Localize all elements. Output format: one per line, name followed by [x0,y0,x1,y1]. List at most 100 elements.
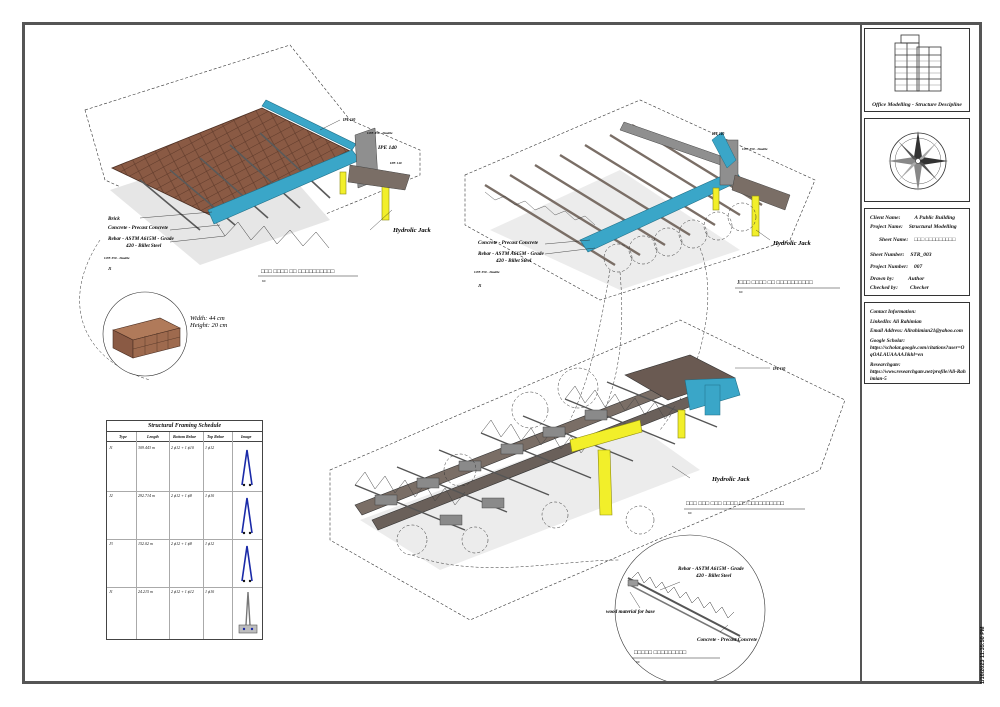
sheet-name-label: Sheet Name: [879,237,909,243]
view1-scale: 60 [262,279,266,283]
detail-block-width: Width: 44 cm [190,315,225,322]
view2-scale: 60 [739,290,743,294]
project-number-value: 007 [914,264,923,270]
view2-label-rebar-2: 420 - Billet Steel [495,258,532,264]
view-2-isometric-joists: IPE 140 CPE 350 - Double Hydrolic Jack C… [464,99,840,431]
contact-info-box: Contact Information: LinkedIn: Ali Rahim… [864,302,970,384]
schedule-cell-bottom: 2 ϕ12 + 1 ϕ8 [171,541,192,546]
view2-title: J□□□ □□□□ □□ □□□□□□□□□□ [737,280,813,286]
detail-block-height: Height: 20 cm [189,322,227,329]
rebar-section-image [238,591,258,634]
sheet-number-value: STR_003 [910,252,932,258]
model-thumbnail-box: Office Modelling - Structure Descipline [864,28,970,112]
view1-label-ipe140: IPE 140 [377,145,397,151]
detail-joist-scale: 60 [636,660,640,664]
view1-label-precast: Concrete - Precast Concrete [108,225,169,231]
schedule-header-row: Type Length Bottom Rebar Top Rebar Image [107,432,262,442]
schedule-title: Structural Framing Schedule [107,421,262,432]
contact-researchgate-label: Researchgate: [870,362,901,368]
drawn-by-label: Drawn by: [870,276,894,282]
client-label: Client Name: [870,215,901,221]
detail-joist-wood: wood material for base [606,609,656,615]
detail-joist-rebar-2: 420 - Billet Steel [695,573,732,579]
view1-label-cpe-double2: CPE 350 - Double [104,256,130,260]
schedule-cell-length: 152.02 m [138,541,153,546]
schedule-cell-top: 1 ϕ10 [205,589,215,594]
view3-title: □□□ □□□ □□□ □□□□ □□ □□□□□□□□□□ [686,501,784,507]
schedule-cell-type: J3 [109,541,113,546]
project-name-label: Project Name: [870,224,903,230]
view1-label-rebar-2: 420 - Billet Steel [125,243,162,249]
schedule-cell-top: 1 ϕ12 [205,445,215,450]
detail-joist-rebar-1: Rebar - ASTM A615M - Grade [678,566,744,572]
view2-label-j1: J1 [478,284,482,288]
schedule-cell-length: 309.443 m [138,445,155,450]
schedule-cell-type: J1 [109,589,113,594]
rebar-section-image [241,545,253,583]
contact-scholar-url: https://scholar.google.com/citations?use… [870,345,965,358]
contact-title: Contact Information: [870,309,916,315]
view3-scale: 60 [688,511,692,515]
detail-joist: Rebar - ASTM A615M - Grade 420 - Billet … [606,534,766,681]
north-compass-icon [888,131,948,191]
contact-researchgate-url: https://www.researchgate.net/profile/Ali… [870,369,966,382]
schedule-cell-top: 1 ϕ12 [205,541,215,546]
view2-label-cpe-double2: CPE 350 - Double [474,270,500,274]
view1-label-rebar-1: Rebar - ASTM A615M - Grade [108,236,174,242]
view1-label-cpe-double: CPE 350 - Double [367,131,393,135]
print-date-text: 1/16/2023 11:35:50 PM [980,626,986,685]
checked-by-label: Checked by: [870,285,898,291]
schedule-header-type: Type [119,434,127,439]
building-model-image [894,34,942,92]
schedule-cell-bottom: 2 ϕ12 + 1 ϕ12 [171,589,194,594]
checked-by-value: Checker [909,285,929,291]
contact-scholar-label: Google Scholar: [870,338,906,344]
schedule-cell-bottom: 2 ϕ12 + 1 ϕ8 [171,493,192,498]
print-date-stamp: 1/16/2023 11:35:50 PM [978,626,992,686]
view3-label-ipe140: IPE 140 [772,367,785,371]
schedule-cell-top: 1 ϕ10 [205,493,215,498]
view1-label-hydrolic-jack: Hydrolic Jack [392,227,431,234]
project-info-box: Client Name: A Public Building Project Na… [864,208,970,296]
schedule-header-bottom: Bottom Rebar [173,434,197,439]
view2-label-rebar-1: Rebar - ASTM A615M - Grade [478,251,544,257]
view2-label-hydrolic-jack: Hydrolic Jack [772,240,811,247]
model-caption: Office Modelling - Structure Descipline [872,102,962,108]
contact-linkedin: LinkedIn: Ali Rahimian [870,319,922,325]
schedule-row: J1 309.443 m 2 ϕ12 + 1 ϕ10 1 ϕ12 [107,443,262,492]
view-3-isometric-truss: IPE 140 Hydrolic Jack □□□ □□□ □□□ □□□□ □… [329,319,846,621]
schedule-row: J2 292.714 m 2 ϕ12 + 1 ϕ8 1 ϕ10 [107,491,262,540]
contact-email: Email Address: Alirahimian21@yahoo.com [870,328,963,334]
view1-label-j1: J1 [108,267,112,271]
view3-label-hydrolic-jack: Hydrolic Jack [711,476,750,483]
project-name-value: Structural Modelling [908,224,957,230]
sheet-frame [22,22,982,684]
schedule-cell-length: 24.215 m [138,589,153,594]
sheet-number-label: Sheet Number: [870,252,905,258]
view1-label-brick: Brick [107,216,120,222]
schedule-row: J1 24.215 m 2 ϕ12 + 1 ϕ12 1 ϕ10 [107,587,262,635]
sheet-name-value: □□□ □□□□□□□□□ [914,237,956,243]
schedule-cell-type: J2 [109,493,113,498]
detail-joist-title: □□□□□ □□□□□□□□□ [634,650,687,656]
rebar-section-image [241,497,253,535]
compass-box [864,118,970,202]
client-value: A Public Building [914,215,956,221]
framing-schedule-table: Structural Framing Schedule Type Length … [106,420,263,640]
drawn-by-value: Author [908,276,925,282]
view-1-isometric-roof: IPE 140 CPE 350 - Double IPE 140 IPE 140… [79,44,431,381]
view1-label-ipe140-small: IPE 140 [342,118,355,122]
view2-label-cpe-double: CPE 350 - Double [742,147,768,151]
schedule-cell-type: J1 [109,445,113,450]
schedule-cell-bottom: 2 ϕ12 + 1 ϕ10 [171,445,194,450]
title-block-strip [860,25,978,681]
view1-label-ipe-small2: IPE 140 [389,161,402,165]
drawing-area: IPE 140 CPE 350 - Double IPE 140 IPE 140… [79,44,846,681]
detail-brick-block: Width: 44 cm Height: 20 cm [102,291,227,377]
detail-joist-precast: Concrete - Precast Concrete [697,637,758,643]
schedule-cell-length: 292.714 m [138,493,155,498]
project-number-label: Project Number: [870,264,909,270]
schedule-header-length: Length [147,434,159,439]
view2-label-precast: Concrete - Precast Concrete [478,240,539,246]
view1-title: □□□ □□□□ □□ □□□□□□□□□□ [261,269,335,275]
